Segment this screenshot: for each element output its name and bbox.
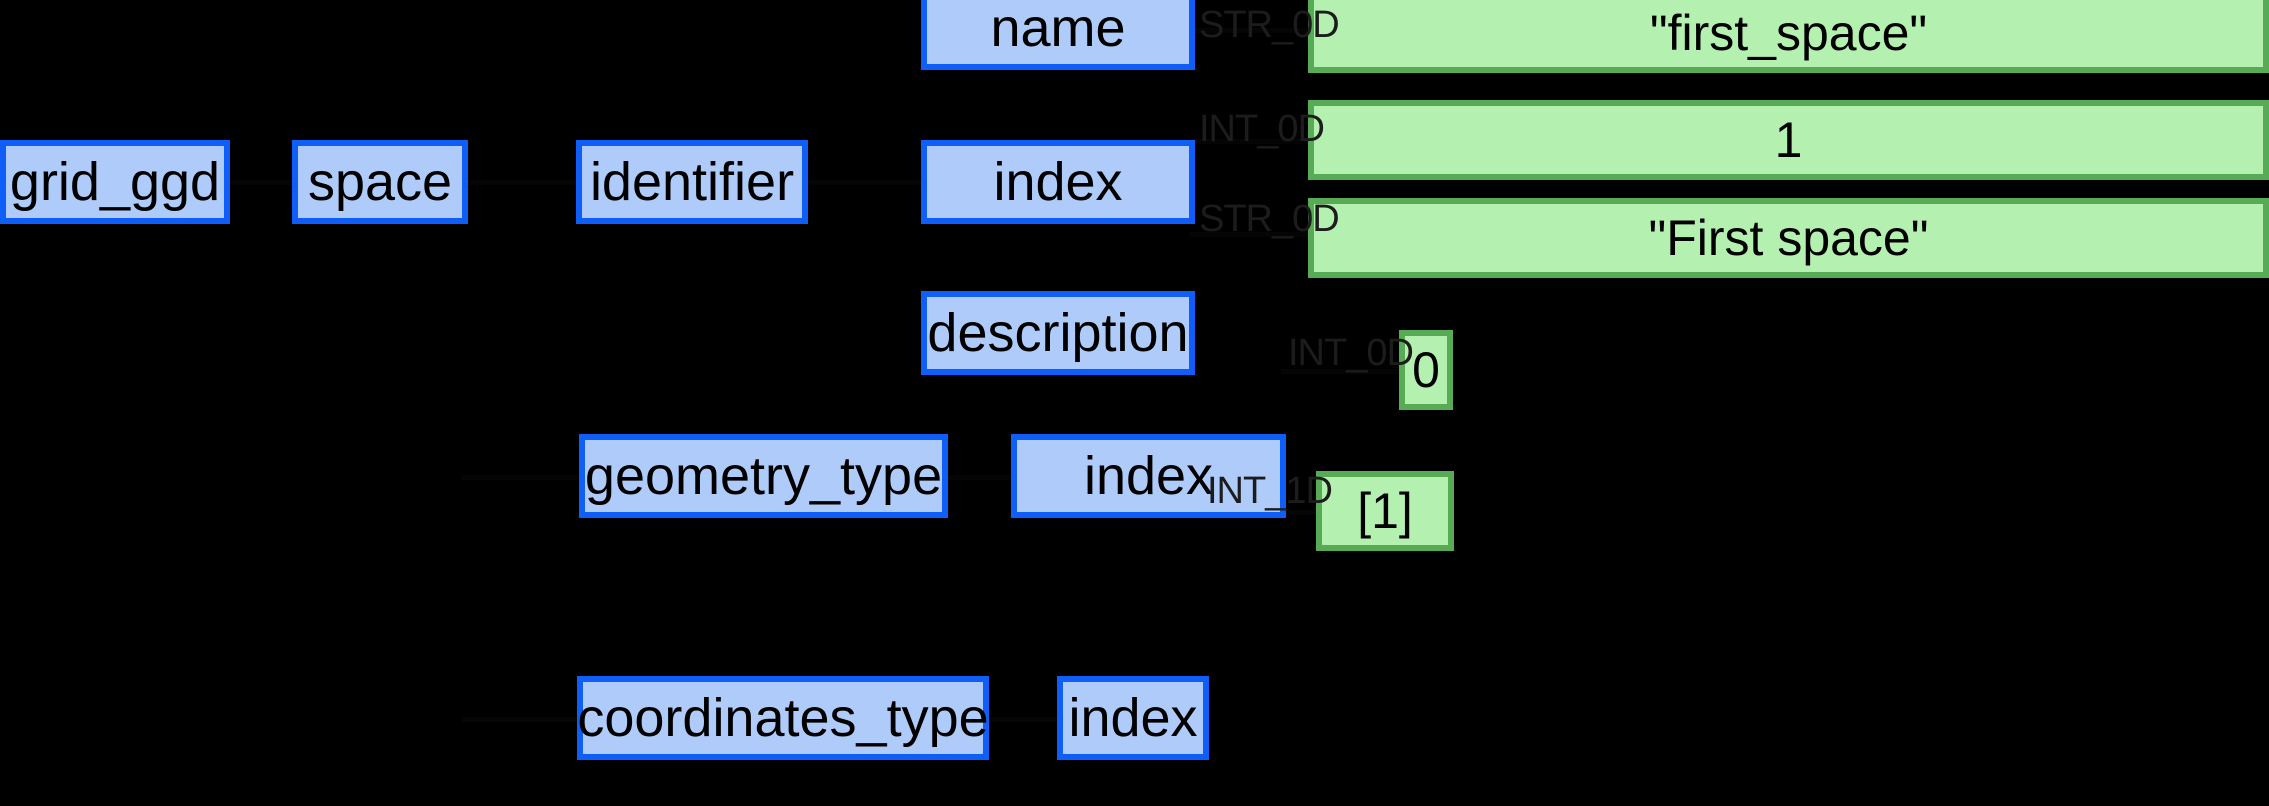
struct-node-index_geom[interactable]: index bbox=[1011, 434, 1286, 518]
value-edge-connector bbox=[1190, 232, 1312, 237]
value-node-val_description[interactable]: "First space" bbox=[1308, 198, 2269, 278]
edge-connector bbox=[462, 180, 582, 185]
struct-node-index_ident[interactable]: index bbox=[921, 140, 1195, 224]
edge-label-lbl_geom_index: INT_0D bbox=[1288, 332, 1414, 374]
struct-node-geometry_type[interactable]: geometry_type bbox=[579, 434, 948, 518]
value-node-val_coord_index[interactable]: [1] bbox=[1316, 471, 1454, 551]
value-node-val_index[interactable]: 1 bbox=[1308, 100, 2269, 180]
value-edge-connector bbox=[1190, 139, 1312, 144]
value-node-val_name[interactable]: "first_space" bbox=[1308, 0, 2269, 73]
struct-node-identifier[interactable]: identifier bbox=[576, 140, 808, 224]
edge-connector bbox=[462, 475, 585, 480]
struct-node-name[interactable]: name bbox=[921, 0, 1195, 70]
edge-connector bbox=[224, 180, 298, 185]
struct-node-grid_ggd[interactable]: grid_ggd bbox=[0, 140, 230, 224]
edge-label-lbl_description: STR_0D bbox=[1199, 198, 1340, 240]
struct-node-coordinates_type[interactable]: coordinates_type bbox=[577, 676, 989, 760]
value-node-val_geom_index[interactable]: 0 bbox=[1399, 330, 1453, 410]
value-edge-connector bbox=[1281, 369, 1403, 374]
edge-connector bbox=[802, 180, 927, 185]
edge-label-lbl_name: STR_0D bbox=[1199, 4, 1340, 46]
value-edge-connector bbox=[1190, 28, 1312, 33]
edge-connector bbox=[983, 717, 1063, 722]
struct-node-index_coord[interactable]: index bbox=[1057, 676, 1209, 760]
edge-connector bbox=[942, 475, 1017, 480]
struct-node-space[interactable]: space bbox=[292, 140, 468, 224]
edge-label-lbl_coord_index: INT_1D bbox=[1207, 470, 1333, 512]
edge-label-lbl_index: INT_0D bbox=[1199, 108, 1325, 150]
edge-connector bbox=[462, 717, 583, 722]
struct-node-description[interactable]: description bbox=[921, 291, 1195, 375]
